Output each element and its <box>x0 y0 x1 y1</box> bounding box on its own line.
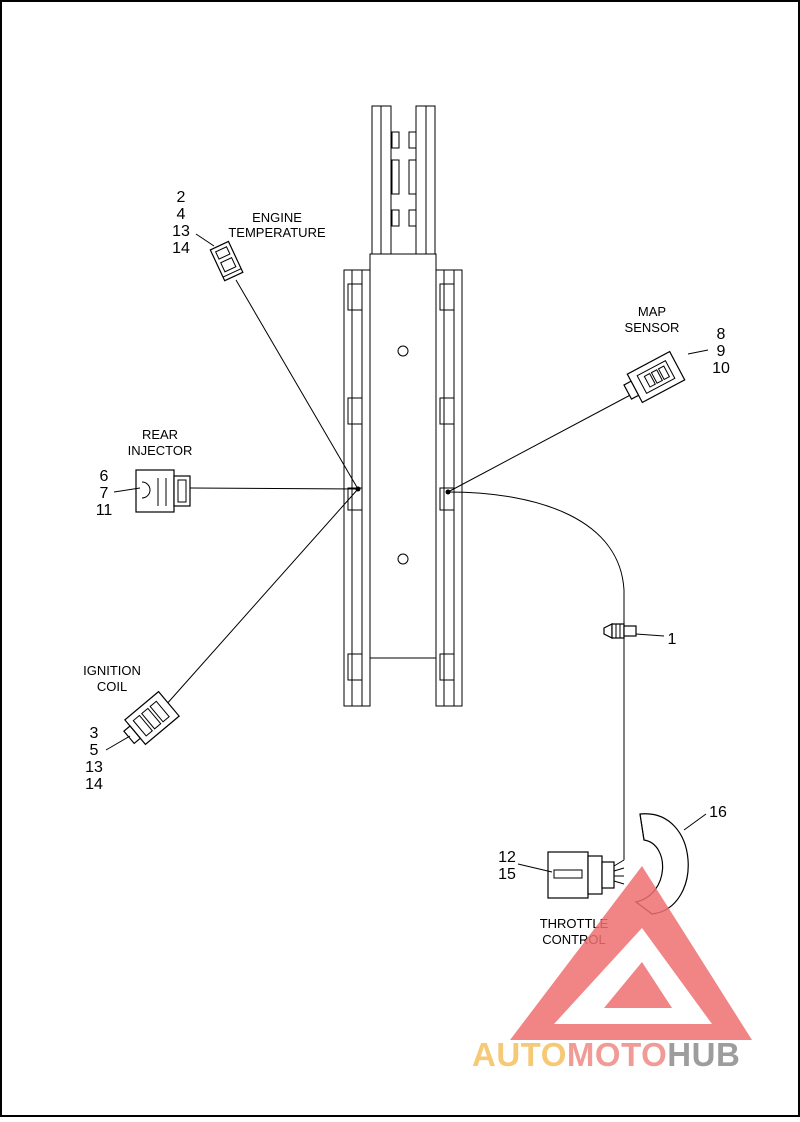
frame-bracket <box>343 105 463 707</box>
throttle-control-leader <box>517 863 553 873</box>
engine-temperature-label-line1: ENGINE <box>252 210 302 225</box>
right-junction-point <box>445 489 451 495</box>
throttle-control-connector[interactable] <box>547 851 625 899</box>
rear-injector-callout-3: 11 <box>96 502 113 519</box>
throttle-control-callout-2: 15 <box>498 866 516 883</box>
boot-leader <box>683 813 707 831</box>
rear-injector-label-line1: REAR <box>142 427 178 442</box>
engine-temperature-connector[interactable] <box>209 240 244 282</box>
ignition-coil-connector[interactable] <box>119 690 180 750</box>
watermark-auto: AUTO <box>472 1036 567 1073</box>
rear-injector-label-line2: INJECTOR <box>128 443 193 458</box>
rear-injector-callout-1: 6 <box>100 468 109 485</box>
ignition-coil-callout-2: 5 <box>90 742 99 759</box>
ignition-coil-label-line1: IGNITION <box>83 663 141 678</box>
engine-temperature-leader <box>195 233 215 247</box>
map-sensor-callout-1: 8 <box>717 326 726 343</box>
engine-temperature-callout-3: 13 <box>172 223 190 240</box>
engine-temperature-label-line2: TEMPERATURE <box>228 225 326 240</box>
ignition-coil-label-line2: COIL <box>97 679 127 694</box>
harness-clip[interactable] <box>603 623 637 639</box>
watermark-moto: MOTO <box>567 1036 667 1073</box>
rear-injector-callout-2: 7 <box>100 485 109 502</box>
watermark-triangle-logo <box>510 866 752 1040</box>
engine-temperature-callout-2: 4 <box>177 206 186 223</box>
boot-callout: 16 <box>709 804 727 821</box>
automotohub-watermark: AUTOMOTOHUB <box>472 866 752 1073</box>
ignition-coil-callout-3: 13 <box>85 759 103 776</box>
watermark-text: AUTOMOTOHUB <box>472 1036 740 1073</box>
ignition-coil-callout-4: 14 <box>85 776 103 793</box>
rear-injector-leader <box>113 487 141 493</box>
map-sensor-label-line1: MAP <box>638 304 666 319</box>
map-sensor-callout-3: 10 <box>712 360 730 377</box>
map-sensor-callout-2: 9 <box>717 343 726 360</box>
ignition-coil-leader <box>105 735 131 751</box>
harness-wires <box>164 279 637 860</box>
engine-temperature-callout-1: 2 <box>177 189 186 206</box>
clip-callout: 1 <box>668 631 677 648</box>
clip-leader <box>635 633 665 637</box>
engine-temperature-callout-4: 14 <box>172 240 190 257</box>
watermark-hub: HUB <box>667 1036 740 1073</box>
throttle-control-label-line1: THROTTLE <box>540 916 609 931</box>
map-sensor-connector[interactable] <box>620 350 686 407</box>
map-sensor-label-line2: SENSOR <box>625 320 680 335</box>
left-junction-point <box>355 486 361 492</box>
throttle-control-callout-1: 12 <box>498 849 516 866</box>
watermark-triangle-inner <box>604 962 672 1008</box>
ignition-coil-callout-1: 3 <box>90 725 99 742</box>
rear-injector-connector[interactable] <box>135 469 191 513</box>
map-sensor-leader <box>687 349 709 355</box>
